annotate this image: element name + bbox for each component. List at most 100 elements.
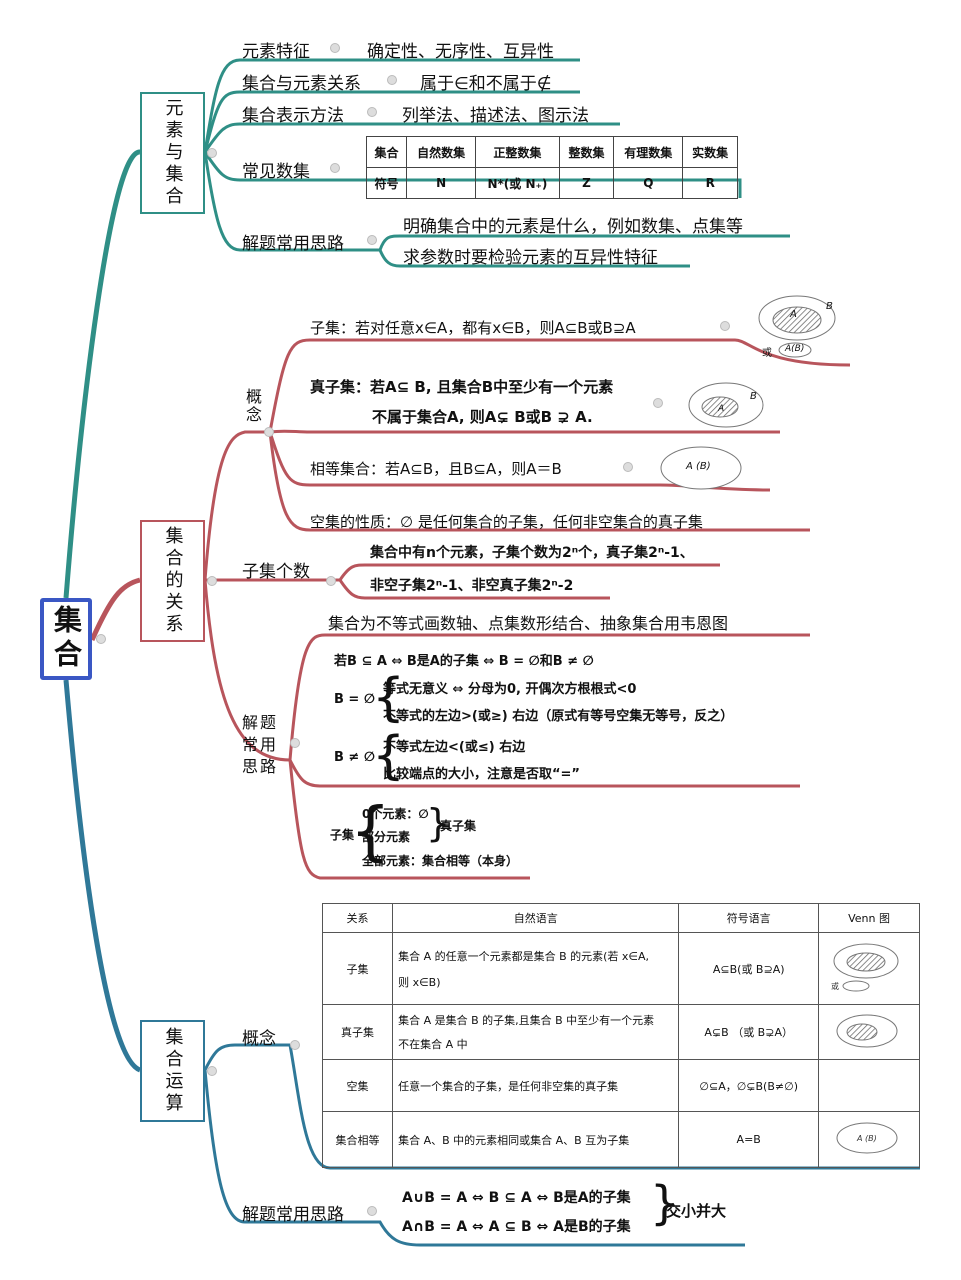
table-cell: 集合 A、B 中的元素相同或集合 A、B 互为子集 (392, 1111, 680, 1168)
b-empty-case1: 等式无意义 ⇔ 分母为0, 开偶次方根根式<0 (383, 682, 637, 697)
section-title: 集合的关系 (162, 526, 184, 636)
venn-label-b: B (750, 391, 757, 402)
venn-equal-icon: A (B) (836, 1122, 898, 1154)
branch-label: 常见数集 (242, 162, 310, 182)
section-set-operations[interactable]: 集合运算 (140, 1020, 205, 1122)
table-cell: 任意一个集合的子集，是任何非空集的真子集 (392, 1059, 680, 1112)
venn-equal-icon (660, 446, 742, 490)
section-element-and-set[interactable]: 元素与集合 (140, 92, 205, 214)
table-row: 子集 集合 A 的任意一个元素都是集合 B 的元素(若 x∈A,则 x∈B) A… (321, 932, 920, 1005)
branch-label-concept: 概念 (242, 1029, 276, 1049)
table-cell: 集合 (365, 136, 408, 168)
method-subset-condition: 若B ⊆ A ⇔ B是A的子集 ⇔ B = ∅和B ≠ ∅ (334, 654, 594, 669)
collapse-dot-icon[interactable] (290, 738, 300, 748)
table-cell: R (682, 167, 738, 199)
collapse-dot-icon[interactable] (330, 163, 340, 173)
union-rule: A∪B = A ⇔ B ⊆ A ⇔ B是A的子集 (402, 1190, 631, 1206)
branch-value: 列举法、描述法、图示法 (402, 106, 589, 126)
collapse-dot-icon[interactable] (330, 43, 340, 53)
branch-value: 明确集合中的元素是什么，例如数集、点集等 (403, 217, 743, 237)
cell-line: 集合 A 是集合 B 的子集,且集合 B 中至少有一个元素 (398, 1014, 655, 1027)
table-cell: 实数集 (682, 136, 738, 168)
summary-text: 交小并大 (666, 1202, 727, 1220)
subset-case-partial: 部分元素 (362, 830, 411, 844)
relations-table: 关系 自然语言 符号语言 Venn 图 子集 集合 A 的任意一个元素都是集合 … (321, 903, 920, 1168)
svg-text:A (B): A (B) (856, 1134, 877, 1143)
collapse-dot-icon[interactable] (653, 398, 663, 408)
equal-set-definition: 相等集合：若A⊆B，且B⊆A，则A＝B (310, 460, 562, 478)
branch-value: 属于∈和不属于∉ (420, 74, 552, 94)
cell-line: 不在集合 A 中 (398, 1038, 468, 1051)
brace-icon: { (372, 668, 406, 728)
table-cell: ∅⊆A，∅⊊B(B≠∅) (678, 1059, 820, 1112)
table-row: 集合相等 集合 A、B 中的元素相同或集合 A、B 互为子集 A=B A (B) (321, 1111, 920, 1168)
branch-label: 元素特征 (242, 42, 310, 62)
venn-label-b: B (826, 301, 833, 312)
table-cell: 空集 (321, 1059, 394, 1112)
table-cell-empty (818, 1059, 920, 1112)
svg-text:或: 或 (831, 981, 839, 991)
table-cell: 集合 A 是集合 B 的子集,且集合 B 中至少有一个元素不在集合 A 中 (392, 1004, 680, 1060)
proper-subset-line1: 真子集：若A⊆ B, 且集合B中至少有一个元素 (310, 378, 614, 396)
table-cell: 有理数集 (613, 136, 684, 168)
collapse-dot-icon[interactable] (326, 576, 336, 586)
subset-count-line2: 非空子集2ⁿ-1、非空真子集2ⁿ-2 (370, 578, 574, 594)
section-title: 集合运算 (162, 1027, 184, 1115)
table-cell: 符号 (365, 167, 408, 199)
venn-proper-subset-icon (836, 1014, 898, 1047)
table-header-cell: 关系 (321, 903, 394, 933)
table-header-cell: 符号语言 (678, 903, 820, 933)
table-row: 真子集 集合 A 是集合 B 的子集,且集合 B 中至少有一个元素不在集合 A … (321, 1004, 920, 1060)
brace-right-icon: } (650, 1176, 680, 1230)
table-cell: 正整数集 (475, 136, 560, 168)
collapse-dot-icon[interactable] (367, 107, 377, 117)
brace-right-icon: } (426, 801, 451, 845)
subset-case-zero: 0个元素：∅ (362, 807, 429, 821)
root-node[interactable]: 集合 (40, 598, 92, 680)
b-nonempty-case1: 不等式左边<(或≤) 右边 (383, 740, 526, 755)
branch-label-subset-count: 子集个数 (242, 562, 310, 582)
branch-label: 集合表示方法 (242, 106, 344, 126)
brace-icon: { (372, 726, 406, 786)
table-cell: Q (613, 167, 684, 199)
collapse-dot-icon[interactable] (264, 427, 274, 437)
table-cell: 整数集 (558, 136, 615, 168)
b-empty-label: B = ∅ (334, 692, 375, 707)
collapse-dot-icon[interactable] (96, 634, 106, 644)
collapse-dot-icon[interactable] (207, 576, 217, 586)
table-cell: A=B (678, 1111, 820, 1168)
venn-subset-icon (758, 295, 836, 358)
venn-label-or: 或 (762, 348, 772, 359)
cell-line: 集合 A 的任意一个元素都是集合 B 的元素(若 x∈A, (398, 949, 650, 963)
collapse-dot-icon[interactable] (387, 75, 397, 85)
number-sets-table: 集合 自然数集 正整数集 整数集 有理数集 实数集 符号 N N*(或 N₊) … (365, 136, 738, 199)
subset-cases-label: 子集 (330, 828, 355, 842)
branch-label-method: 解题常用思路 (242, 1205, 344, 1225)
collapse-dot-icon[interactable] (290, 1040, 300, 1050)
table-cell: N*(或 N₊) (475, 167, 560, 199)
collapse-dot-icon[interactable] (207, 1066, 217, 1076)
venn-label-ab: A (B) (686, 461, 711, 472)
section-set-relations[interactable]: 集合的关系 (140, 520, 205, 642)
table-cell: A⊆B(或 B⊇A) (678, 932, 820, 1005)
branch-label: 集合与元素关系 (242, 74, 361, 94)
collapse-dot-icon[interactable] (367, 1206, 377, 1216)
venn-label-a: A (718, 404, 725, 414)
table-header-cell: Venn 图 (818, 903, 920, 933)
collapse-dot-icon[interactable] (367, 235, 377, 245)
b-empty-case2: 不等式的左边>(或≥) 右边（原式有等号空集无等号，反之） (383, 709, 734, 724)
table-header-cell: 自然语言 (392, 903, 680, 933)
table-cell-venn: 或 (818, 932, 920, 1005)
venn-label-a: A (790, 309, 797, 320)
table-row: 空集 任意一个集合的子集，是任何非空集的真子集 ∅⊆A，∅⊊B(B≠∅) (321, 1059, 920, 1112)
branch-label-method: 解题常用思路 (242, 713, 279, 776)
collapse-dot-icon[interactable] (207, 148, 217, 158)
proper-subset-line2: 不属于集合A, 则A⊊ B或B ⊋ A. (372, 408, 593, 426)
table-cell: 真子集 (321, 1004, 394, 1060)
subset-definition: 子集：若对任意x∈A，都有x∈B，则A⊆B或B⊇A (310, 319, 636, 337)
table-cell: 集合 A 的任意一个元素都是集合 B 的元素(若 x∈A,则 x∈B) (392, 932, 680, 1005)
collapse-dot-icon[interactable] (720, 321, 730, 331)
collapse-dot-icon[interactable] (623, 462, 633, 472)
branch-value: 求参数时要检验元素的互异性特征 (403, 248, 658, 268)
